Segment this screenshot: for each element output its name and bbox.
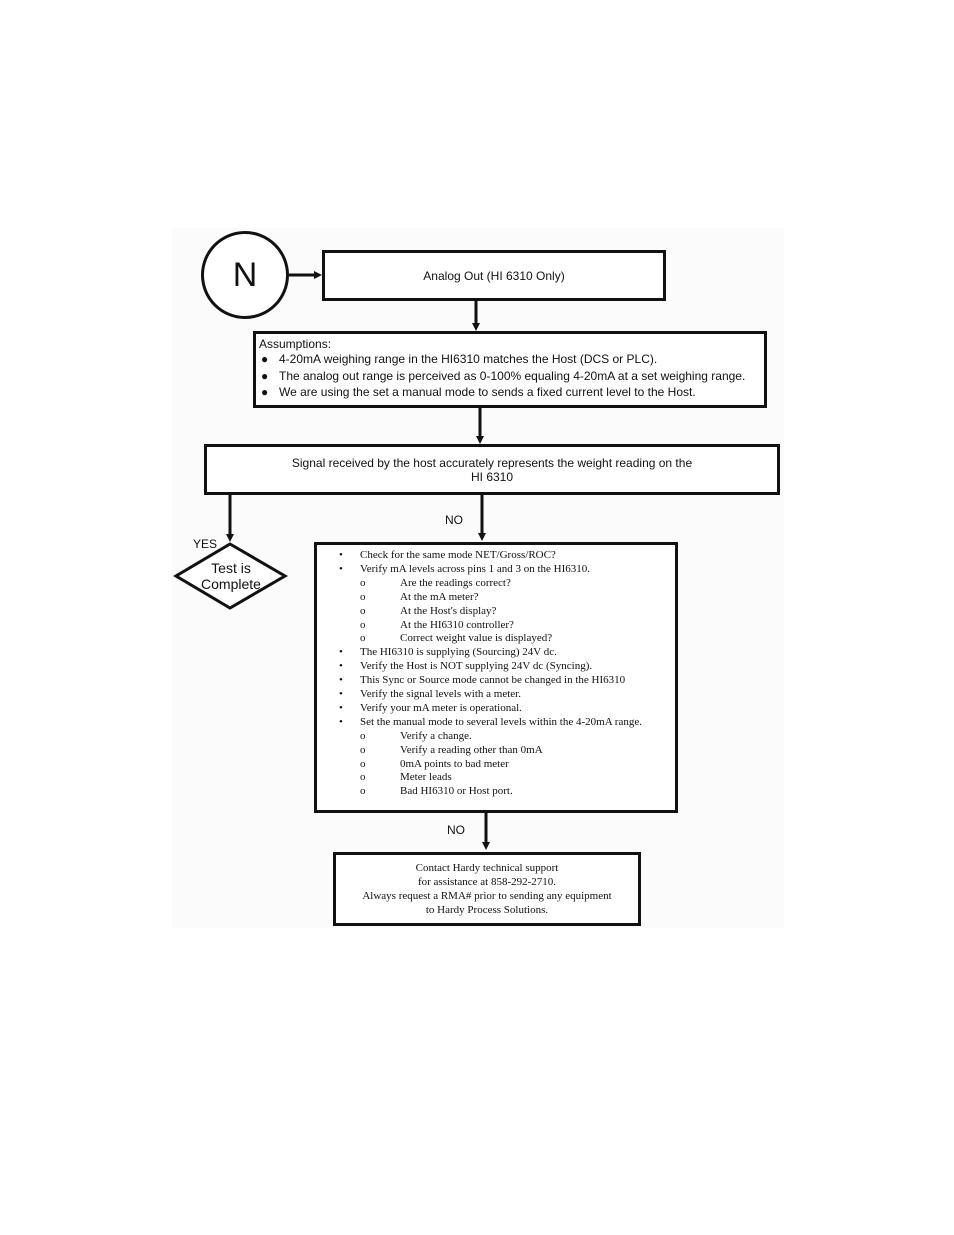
analog-out-box: Analog Out (HI 6310 Only) [322,250,666,301]
contact-line-4: to Hardy Process Solutions. [425,904,549,916]
bullet-marker: • [339,674,343,687]
decision-line-2: HI 6310 [470,469,514,484]
checks-box: • Check for the same mode NET/Gross/ROC? •… [314,542,678,813]
check-text: Correct weight value is displayed? [400,632,553,645]
check-text: Verify the Host is NOT supplying 24V dc … [360,660,593,673]
bullet-marker: • [339,562,343,575]
check-text: At the Host's display? [400,604,497,617]
check-text: The HI6310 is supplying (Sourcing) 24V d… [360,646,557,659]
check-text: Verify your mA meter is operational. [360,701,522,714]
test-complete-diamond [173,542,288,610]
check-text: At the HI6310 controller? [400,618,514,631]
sub-bullet-marker: o [360,604,366,617]
check-text: Verify a change. [400,729,472,742]
yes-label: YES [193,537,218,551]
decision-line-1: Signal received by the host accurately r… [291,455,693,470]
check-text: Verify the signal levels with a meter. [360,688,521,700]
sub-bullet-marker: o [360,729,366,742]
check-text: Are the readings correct? [400,576,511,589]
assumptions-title: Assumptions: [259,337,332,351]
decision-signal-box: Signal received by the host accurately r… [204,444,780,495]
contact-line-2: for assistance at 858-292-2710. [417,876,557,888]
contact-line-3: Always request a RMA# prior to sending a… [362,890,612,902]
assumption-item: ●The analog out range is perceived as 0-… [261,368,746,383]
contact-box: Contact Hardy technical support for assi… [333,852,641,926]
no-label-1: NO [445,513,463,527]
contact-line-1: Contact Hardy technical support [415,862,559,874]
sub-bullet-marker: o [360,757,366,770]
check-text: 0mA points to bad meter [400,757,509,770]
bullet-marker: • [339,646,343,659]
assumptions-list: ●4-20mA weighing range in the HI6310 mat… [259,351,761,401]
assumption-item: ●4-20mA weighing range in the HI6310 mat… [261,352,658,366]
sub-bullet-marker: o [360,632,366,645]
check-text: Meter leads [400,771,452,784]
bullet-marker: • [339,715,343,728]
sub-bullet-marker: o [360,590,366,603]
test-complete-text: Test is Complete [186,557,276,595]
check-text: Verify mA levels across pins 1 and 3 on … [360,562,591,575]
bullet-marker: • [339,701,343,714]
test-complete-line-1: Test is [211,560,251,576]
sub-bullet-marker: o [360,785,366,798]
check-text: At the mA meter? [400,590,479,603]
test-complete-line-2: Complete [201,576,261,592]
bullet-marker: • [339,660,343,673]
check-text: Check for the same mode NET/Gross/ROC? [360,549,556,561]
bullet-marker: • [339,688,343,700]
sub-bullet-marker: o [360,576,366,589]
bullet-marker: • [339,549,343,561]
check-text: This Sync or Source mode cannot be chang… [360,674,626,687]
sub-bullet-marker: o [360,743,366,756]
check-text: Verify a reading other than 0mA [400,743,543,756]
connector-label: N [232,255,258,294]
check-text: Set the manual mode to several levels wi… [360,715,642,728]
connector-n: N [201,231,289,319]
sub-bullet-marker: o [360,771,366,784]
check-text: Bad HI6310 or Host port. [400,785,513,798]
assumptions-box: Assumptions: ●4-20mA weighing range in t… [253,331,767,408]
analog-out-label: Analog Out (HI 6310 Only) [423,268,565,283]
no-label-2: NO [447,823,465,837]
sub-bullet-marker: o [360,618,366,631]
assumption-item: ●We are using the set a manual mode to s… [261,385,696,399]
